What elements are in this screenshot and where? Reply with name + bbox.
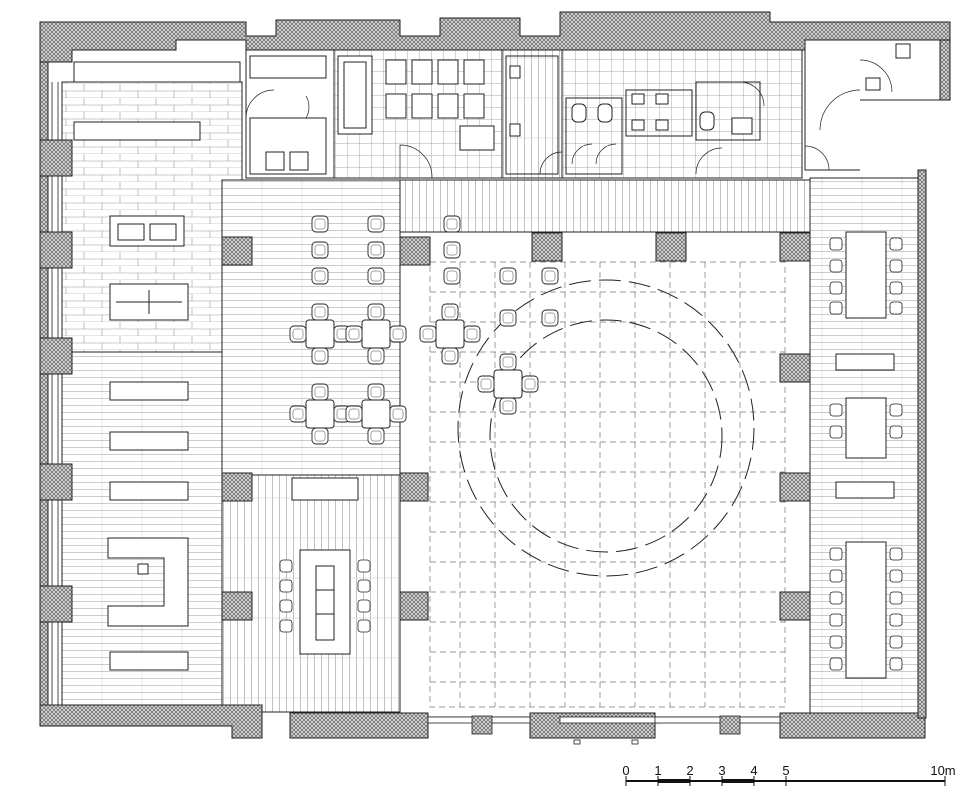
scale-label-3: 3: [718, 763, 725, 778]
meeting-table: [279, 477, 371, 655]
right-wall: [917, 169, 927, 719]
service-block: [245, 43, 940, 179]
hall-circles: [457, 279, 755, 577]
scale-label-0: 0: [622, 763, 629, 778]
lobby-furniture: [73, 61, 241, 321]
left-piers: [39, 139, 73, 623]
scale-bar-segments: [625, 776, 946, 786]
bottom-wall-left: [39, 704, 263, 739]
left-desks: [107, 381, 189, 671]
right-desks: [829, 231, 903, 679]
hall-floor: [399, 231, 811, 718]
top-wall: [39, 11, 951, 63]
scale-label-4: 4: [750, 763, 757, 778]
bottom-wall-mid: [289, 712, 429, 739]
scale-label-10m: 10m: [930, 763, 955, 778]
hall-ceiling-grid: [429, 261, 786, 708]
top-right-wall: [939, 39, 951, 101]
scale-label-1: 1: [654, 763, 661, 778]
left-windows: [51, 82, 59, 705]
scale-bar: 0 1 2 3 4 5 10m: [622, 763, 956, 786]
entrance-glazing: [427, 715, 781, 745]
scale-label-2: 2: [686, 763, 693, 778]
columns: [221, 232, 811, 621]
corridor-floor: [399, 179, 811, 233]
scale-label-5: 5: [782, 763, 789, 778]
kitchen-units: [385, 59, 495, 151]
